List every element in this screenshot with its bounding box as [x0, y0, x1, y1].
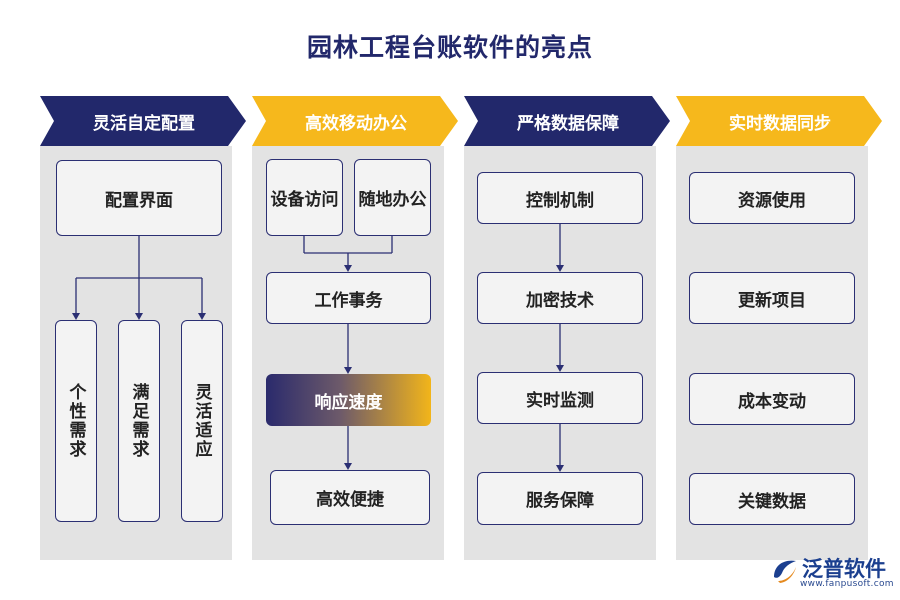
column-2-header-chevron	[252, 96, 458, 146]
column-4-header: 实时数据同步	[729, 113, 831, 134]
device-access-box: 设备访问	[266, 159, 343, 236]
column-1-header: 灵活自定配置	[93, 113, 195, 134]
control-mechanism-box: 控制机制	[477, 172, 643, 224]
efficient-convenient-box: 高效便捷	[270, 470, 430, 525]
encryption-tech-box: 加密技术	[477, 272, 643, 324]
service-guarantee-box: 服务保障	[477, 472, 643, 525]
flexible-adapt-box: 灵活适应	[181, 320, 223, 522]
column-2-header: 高效移动办公	[305, 113, 407, 134]
column-1-header-chevron	[40, 96, 246, 146]
meet-needs-box: 满足需求	[118, 320, 160, 522]
column-4-header-chevron	[676, 96, 882, 146]
anywhere-office-box: 随地办公	[354, 159, 431, 236]
cost-change-box: 成本变动	[689, 373, 855, 425]
realtime-monitor-box: 实时监测	[477, 372, 643, 424]
config-interface-box: 配置界面	[56, 160, 222, 236]
resource-usage-box: 资源使用	[689, 172, 855, 224]
key-data-box: 关键数据	[689, 473, 855, 525]
update-project-box: 更新项目	[689, 272, 855, 324]
page-title: 园林工程台账软件的亮点	[306, 33, 593, 62]
fanpu-logo: 泛普软件 www.fanpusoft.com	[770, 553, 895, 595]
column-3-header-chevron	[464, 96, 670, 146]
logo-url: www.fanpusoft.com	[800, 579, 894, 589]
response-speed-box: 响应速度	[266, 374, 431, 426]
personal-needs-box: 个性需求	[55, 320, 97, 522]
fanpu-logo-icon	[774, 560, 796, 583]
work-affairs-box: 工作事务	[266, 272, 431, 324]
column-3-header: 严格数据保障	[517, 113, 619, 134]
logo-name: 泛普软件	[802, 557, 886, 581]
